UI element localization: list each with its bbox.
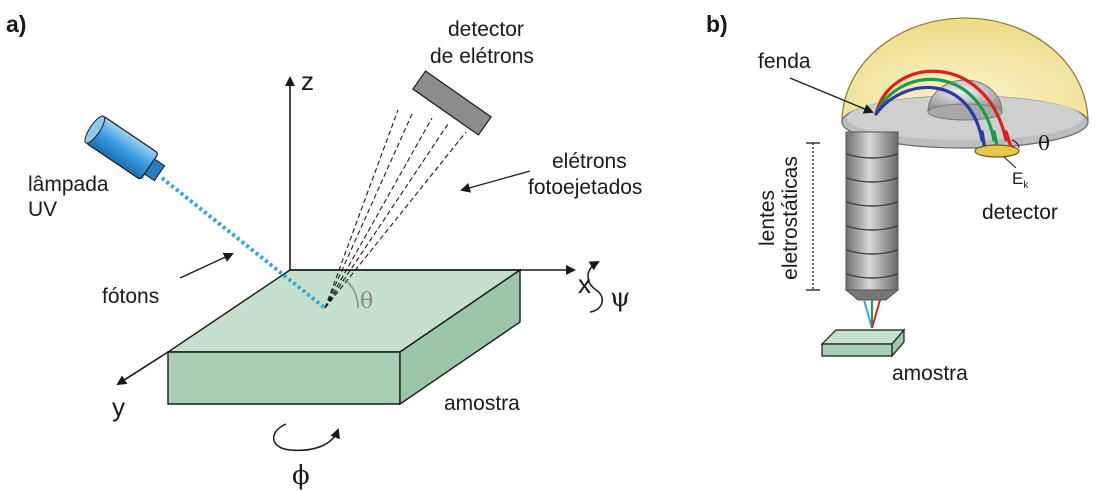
y-axis-front	[116, 351, 169, 386]
outer-hemisphere	[841, 17, 1089, 123]
electron-rays	[324, 109, 467, 309]
electron-trajectories	[874, 69, 1008, 142]
ek-pointer	[1003, 156, 1017, 169]
theta-arc-b	[1011, 139, 1020, 149]
detector-label-b: detector	[982, 201, 1058, 224]
sample-front-face	[167, 351, 401, 405]
lamp-label-line2: UV	[28, 198, 57, 221]
sample-slab-b	[820, 328, 906, 358]
panel-b-tag: b)	[706, 11, 728, 37]
electrons-label-line1: elétrons	[552, 150, 627, 173]
sample-rays	[863, 299, 881, 329]
theta-label-b: θ	[1038, 131, 1050, 155]
theta-arc	[342, 277, 359, 309]
electrons-label-line2: fotoejetados	[528, 176, 642, 199]
hemispherical-analyzer	[841, 17, 1089, 149]
panel-a-tag: a)	[6, 11, 26, 37]
inner-hemisphere-base	[927, 103, 1003, 121]
phi-label: ϕ	[292, 461, 310, 491]
sample-slab	[165, 268, 523, 406]
panel-a: a) z x y lâmpada UV fótons	[6, 11, 642, 491]
electron-detector-a	[412, 70, 492, 136]
ek-main: E	[1012, 169, 1023, 188]
photon-beam	[160, 176, 327, 310]
panel-b: b) θ Ek detector fenda	[706, 11, 1089, 385]
slit-pointer	[789, 77, 874, 114]
slit-label: fenda	[758, 50, 811, 73]
sample-right-face	[399, 268, 521, 406]
z-axis-label: z	[301, 66, 314, 96]
psi-label: ψ	[610, 283, 630, 313]
photons-label: fótons	[102, 285, 159, 308]
detector-label-line2: de elétrons	[430, 45, 534, 68]
y-axis-label: y	[112, 392, 125, 422]
electrostatic-lens-column	[844, 131, 900, 301]
ek-label: Ek	[1012, 169, 1029, 191]
lenses-label-line2: eletrostáticas	[779, 156, 802, 280]
lenses-label-line1: lentes	[756, 190, 779, 246]
psi-rotation-arrow	[587, 261, 603, 313]
phi-rotation-arrow	[273, 423, 340, 452]
lamp-label-line1: lâmpada	[28, 173, 109, 196]
sample-label-b: amostra	[892, 362, 968, 385]
electrons-pointer	[460, 170, 531, 193]
detector-label-line1: detector	[448, 18, 524, 41]
lens-bracket	[806, 142, 820, 291]
detector-disk-b	[974, 144, 1020, 158]
uv-lamp	[84, 115, 166, 182]
ek-sub: k	[1023, 180, 1029, 191]
theta-label-a: θ	[360, 289, 373, 314]
sample-label-a: amostra	[444, 392, 520, 415]
photons-pointer	[179, 252, 234, 279]
